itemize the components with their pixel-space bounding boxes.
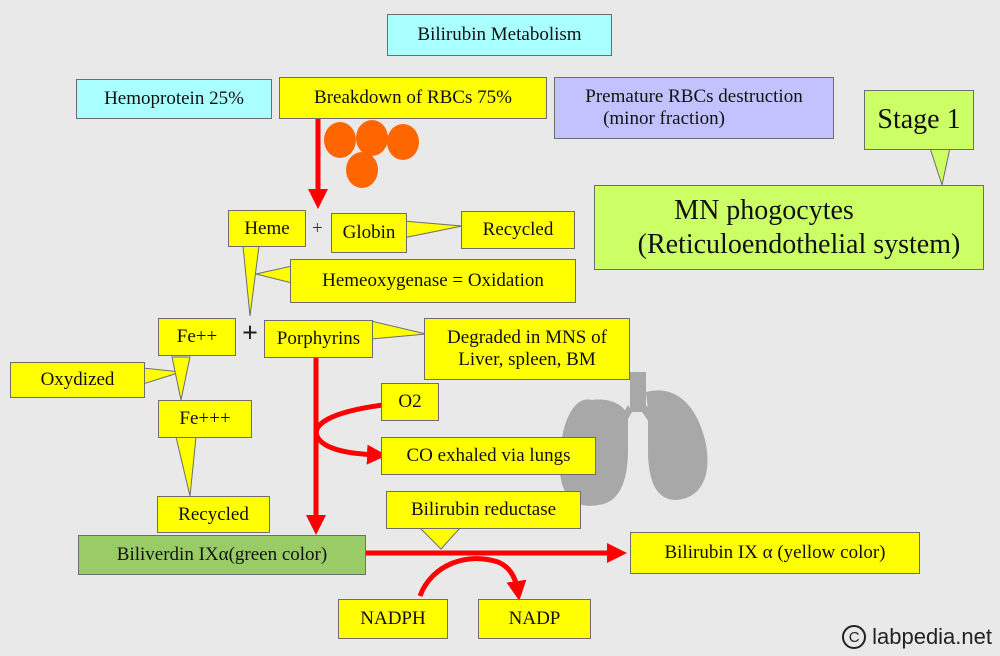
hemoprotein-box: Hemoprotein 25%	[76, 79, 272, 119]
heme-callout-pointer	[242, 245, 260, 317]
fe3-box: Fe+++	[158, 400, 252, 438]
premature-rbc-line1: Premature RBCs destruction	[585, 86, 803, 108]
mn-phagocytes-box: MN phogocytes (Reticuloendothelial syste…	[594, 185, 984, 270]
enzyme-callout-pointer	[255, 265, 293, 284]
rbc-cell	[346, 152, 378, 188]
degraded-mns-box: Degraded in MNS of Liver, spleen, BM	[424, 318, 630, 380]
watermark-text: labpedia.net	[872, 624, 992, 649]
oxydized-box: Oxydized	[10, 362, 145, 398]
fe-porphyrin-plus: +	[242, 318, 258, 349]
co-exhaled-box: CO exhaled via lungs	[381, 437, 596, 475]
red-blood-cells-icon	[324, 120, 419, 188]
heme-box: Heme	[228, 210, 306, 247]
nadp-box: NADP	[478, 599, 591, 639]
porphyrins-box: Porphyrins	[264, 320, 373, 358]
heme-globin-plus: +	[312, 218, 323, 239]
mn-phagocytes-line2: (Reticuloendothelial system)	[637, 228, 961, 260]
copyright-icon: C	[842, 625, 867, 649]
fe2-box: Fe++	[158, 318, 236, 356]
rbc-breakdown-box: Breakdown of RBCs 75%	[279, 77, 547, 119]
globin-box: Globin	[331, 213, 407, 253]
hemeoxygenase-box: Hemeoxygenase = Oxidation	[290, 259, 576, 303]
fe-recycled-box: Recycled	[157, 496, 270, 533]
fe3-callout-pointer	[175, 436, 197, 497]
degraded-line2: Liver, spleen, BM	[458, 349, 596, 370]
rbc-cell	[387, 124, 419, 160]
rbc-cell	[324, 122, 356, 158]
stage-label-box: Stage 1	[864, 90, 974, 150]
bilirubin-box: Bilirubin IX α (yellow color)	[630, 532, 920, 574]
premature-rbc-box: Premature RBCs destruction (minor fracti…	[554, 77, 834, 139]
stage-callout-pointer	[929, 147, 951, 187]
bilirubin-reductase-box: Bilirubin reductase	[386, 491, 581, 529]
globin-recycled-box: Recycled	[461, 211, 575, 249]
mn-phagocytes-line1: MN phogocytes	[674, 194, 854, 226]
degraded-line1: Degraded in MNS of	[447, 327, 607, 349]
nadph-to-nadp-arrow	[417, 556, 527, 601]
o2-box: O2	[381, 383, 439, 421]
reductase-callout-pointer	[418, 527, 462, 550]
globin-callout-pointer	[402, 220, 463, 239]
watermark: C labpedia.net	[842, 624, 992, 650]
porphyrin-callout-pointer	[370, 320, 427, 340]
premature-rbc-line2: (minor fraction)	[603, 108, 725, 129]
title-box: Bilirubin Metabolism	[387, 14, 612, 56]
o2-co-arrow	[313, 402, 387, 465]
nadph-box: NADPH	[338, 599, 448, 639]
rbc-cell	[356, 120, 388, 156]
biliverdin-box: Biliverdin IXα(green color)	[78, 535, 366, 575]
fe2-callout-pointer	[171, 356, 191, 401]
